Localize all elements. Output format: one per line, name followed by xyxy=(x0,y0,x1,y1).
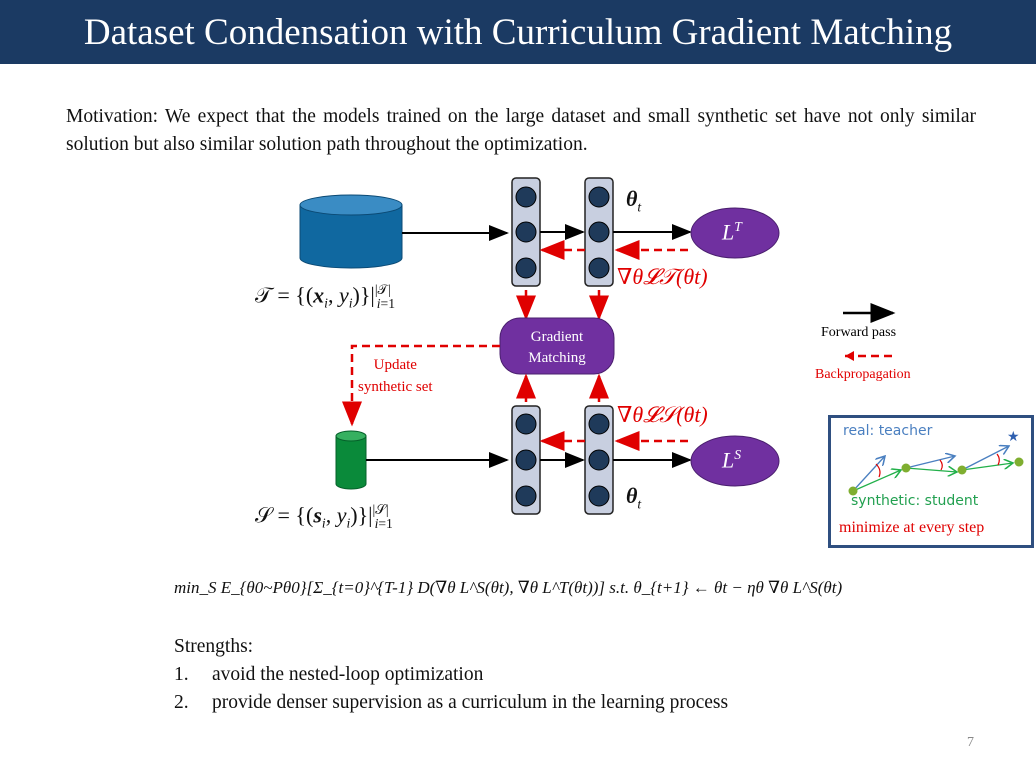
synthetic-dataset-icon xyxy=(335,430,367,490)
strength-item: 1.avoid the nested-loop optimization xyxy=(174,664,484,685)
theta-bottom: θt xyxy=(626,483,642,512)
svg-text:★: ★ xyxy=(1007,430,1020,445)
loss-real-node xyxy=(690,207,780,259)
slide-title: Dataset Condensation with Curriculum Gra… xyxy=(0,0,1036,64)
loss-syn-node xyxy=(690,435,780,487)
syn-set-formula: 𝒮 = {(si, yi)}||𝒮|i=1 xyxy=(255,502,393,531)
loss-real-label: LT xyxy=(722,219,742,245)
legend-forward-label: Forward pass xyxy=(821,325,897,340)
trajectory-icon: ★ xyxy=(848,430,1024,496)
grad-syn-label: ∇θ𝓛𝒮(θt) xyxy=(617,402,708,427)
strengths-heading: Strengths: xyxy=(174,636,254,657)
network-top xyxy=(511,177,614,287)
grad-real-label: ∇θ𝓛𝒯(θt) xyxy=(617,264,708,289)
network-bottom xyxy=(511,405,614,515)
student-label: synthetic: student xyxy=(851,493,979,509)
motivation-text: Motivation: We expect that the models tr… xyxy=(66,106,976,155)
objective-formula: min_S E_{θ0~Pθ0}[Σ_{t=0}^{T-1} D(∇θ L^S(… xyxy=(174,578,843,597)
teacher-label: real: teacher xyxy=(843,423,933,439)
real-dataset-icon xyxy=(299,194,403,269)
teacher-student-inset: real: teacher ★ synthetic: student minim… xyxy=(828,415,1034,548)
strength-item: 2.provide denser supervision as a curric… xyxy=(174,692,729,713)
loss-syn-label: LS xyxy=(722,447,742,473)
minimize-note: minimize at every step xyxy=(839,519,985,536)
legend-backward-label: Backpropagation xyxy=(815,367,911,382)
strengths-section: Strengths: 1.avoid the nested-loop optim… xyxy=(174,633,728,717)
update-arrow xyxy=(342,344,500,427)
page-number: 7 xyxy=(967,735,974,750)
theta-top: θt xyxy=(626,186,642,215)
real-set-formula: 𝒯 = {(xi, yi)}||𝒯|i=1 xyxy=(255,282,396,311)
